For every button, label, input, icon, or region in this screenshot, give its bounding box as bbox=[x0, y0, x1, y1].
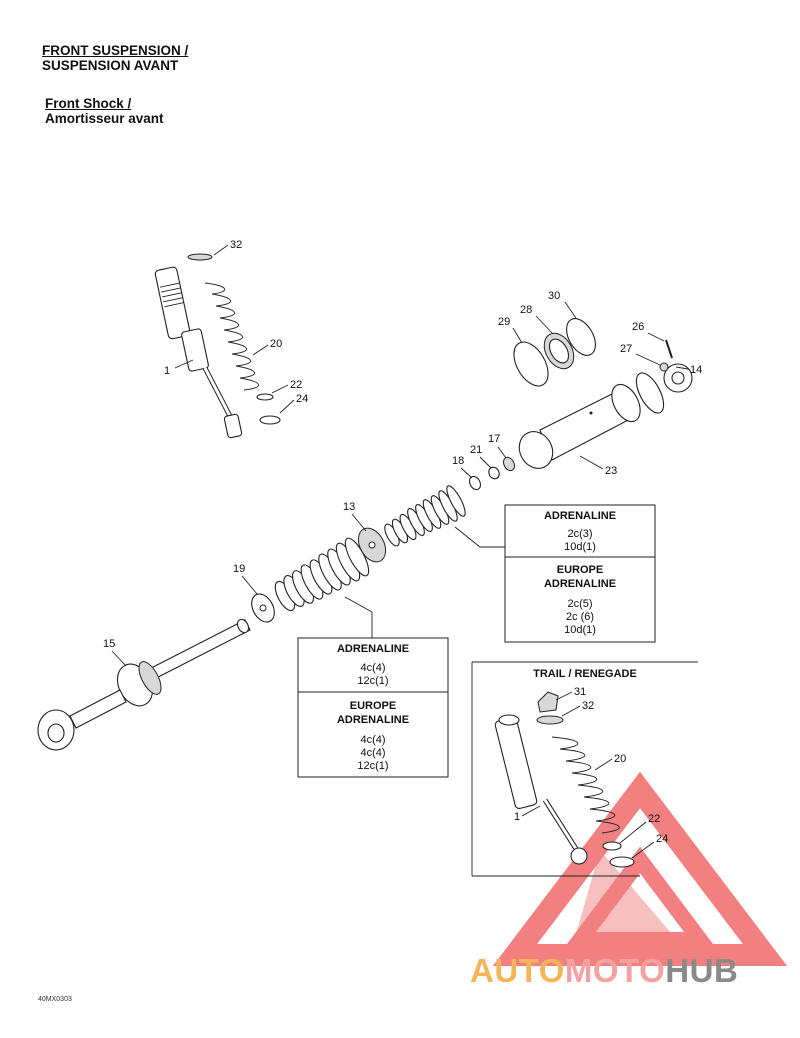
part-27 bbox=[659, 362, 669, 372]
watermark-part-2: MOTO bbox=[564, 952, 666, 989]
spring-left bbox=[204, 282, 259, 391]
subtitle-line-1: Front Shock / bbox=[45, 96, 132, 111]
callout-21: 21 bbox=[470, 444, 482, 456]
part-30-ring bbox=[566, 318, 596, 356]
document-code: 40MX0303 bbox=[38, 996, 72, 1003]
table-upper-head-2b: ADRENALINE bbox=[544, 578, 616, 590]
table-lower-r1: 4c(4) bbox=[360, 662, 385, 674]
table-upper-r2: 10d(1) bbox=[564, 541, 596, 553]
callout-1-inset: 1 bbox=[514, 811, 520, 823]
title-line-1: FRONT SUSPENSION / bbox=[42, 43, 189, 58]
callout-27: 27 bbox=[620, 343, 632, 355]
table-upper-r1: 2c(3) bbox=[567, 528, 592, 540]
part-32-top bbox=[187, 253, 213, 261]
callout-24-left: 24 bbox=[296, 393, 308, 405]
callout-29: 29 bbox=[498, 316, 510, 328]
watermark-wordmark: AUTOMOTOHUB bbox=[470, 952, 738, 990]
part-31 bbox=[537, 691, 559, 713]
table-lower-r5: 12c(1) bbox=[357, 760, 388, 772]
table-lower: ADRENALINE 4c(4) 12c(1) EUROPE ADRENALIN… bbox=[297, 637, 449, 778]
callout-28: 28 bbox=[520, 304, 532, 316]
table-lower-r3: 4c(4) bbox=[360, 734, 385, 746]
table-upper: ADRENALINE 2c(3) 10d(1) EUROPE ADRENALIN… bbox=[504, 504, 656, 643]
title-line-2: SUSPENSION AVANT bbox=[42, 58, 179, 73]
table-lower-head-2a: EUROPE bbox=[350, 700, 396, 712]
part-29-ring bbox=[513, 341, 549, 387]
part-15-shaft bbox=[37, 618, 251, 751]
inset-title: TRAIL / RENEGADE bbox=[533, 668, 637, 680]
table-upper-r3: 2c(5) bbox=[567, 598, 592, 610]
callout-13: 13 bbox=[343, 501, 355, 513]
callout-14: 14 bbox=[690, 364, 702, 376]
table-lower-head-1: ADRENALINE bbox=[337, 643, 409, 655]
callout-24-inset: 24 bbox=[656, 833, 668, 845]
reservoir-body bbox=[518, 363, 693, 469]
callout-20-inset: 20 bbox=[614, 753, 626, 765]
callout-32-inset: 32 bbox=[582, 700, 594, 712]
callout-32-left: 32 bbox=[230, 239, 242, 251]
table-upper-head-1: ADRENALINE bbox=[544, 510, 616, 522]
inset-trail-renegade: TRAIL / RENEGADE 31 32 20 1 22 24 bbox=[471, 661, 698, 877]
table-upper-head-2a: EUROPE bbox=[557, 564, 603, 576]
table-lower-head-2b: ADRENALINE bbox=[337, 714, 409, 726]
callout-23: 23 bbox=[605, 465, 617, 477]
table-upper-r4: 2c (6) bbox=[566, 611, 594, 623]
shock-assembly-left bbox=[154, 266, 243, 439]
subtitle-line-2: Amortisseur avant bbox=[45, 111, 164, 126]
callout-26: 26 bbox=[632, 321, 644, 333]
page-title: FRONT SUSPENSION / SUSPENSION AVANT bbox=[42, 43, 188, 73]
part-17 bbox=[502, 456, 516, 472]
callout-31-inset: 31 bbox=[574, 686, 586, 698]
shim-stack-upper bbox=[384, 485, 466, 547]
callout-15: 15 bbox=[103, 638, 115, 650]
part-24 bbox=[259, 415, 281, 425]
part-22 bbox=[256, 393, 274, 401]
callout-18: 18 bbox=[452, 455, 464, 467]
callout-19: 19 bbox=[233, 563, 245, 575]
part-26-bolt bbox=[665, 339, 673, 359]
callout-1-left: 1 bbox=[164, 365, 170, 377]
callout-17: 17 bbox=[488, 433, 500, 445]
part-21 bbox=[488, 466, 500, 480]
callout-22-inset: 22 bbox=[648, 813, 660, 825]
callout-22-left: 22 bbox=[290, 379, 302, 391]
table-lower-r4: 4c(4) bbox=[360, 747, 385, 759]
watermark-part-1: AUTO bbox=[470, 952, 565, 989]
callout-30: 30 bbox=[548, 290, 560, 302]
part-18 bbox=[468, 475, 482, 491]
table-upper-r5: 10d(1) bbox=[564, 624, 596, 636]
watermark-part-3: HUB bbox=[665, 952, 739, 989]
section-subtitle: Front Shock / Amortisseur avant bbox=[45, 96, 164, 126]
callout-20-left: 20 bbox=[270, 338, 282, 350]
part-32-inset bbox=[536, 715, 564, 725]
shim-stack-lower bbox=[274, 537, 370, 612]
table-lower-r2: 12c(1) bbox=[357, 675, 388, 687]
